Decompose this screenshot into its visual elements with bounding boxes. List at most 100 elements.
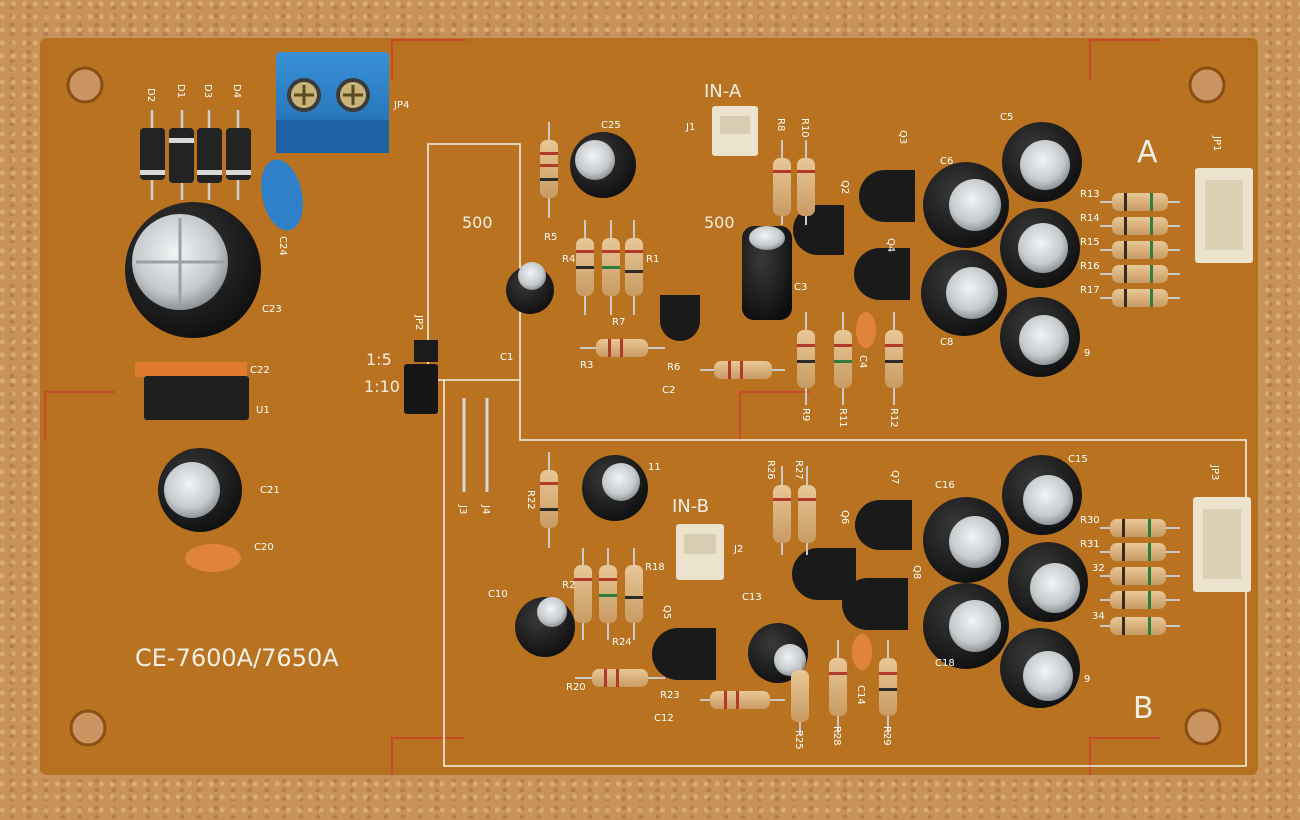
label-C2: C2 [662,385,675,396]
capacitor-c10 [515,597,575,657]
label-JP1: JP1 [1211,135,1222,151]
connector-jp1 [1195,168,1253,263]
resistors-channel-a [540,122,903,405]
output-resistors-channel-b [1100,519,1180,635]
label-Q4: Q4 [885,238,896,252]
capacitor-c4 [856,312,876,348]
label-R6: R6 [667,362,680,373]
label-C5: C5 [1000,112,1013,123]
label-R18: R18 [645,562,665,573]
label-R27: R27 [793,460,804,480]
label-JP2: JP2 [413,314,424,330]
connector-j1 [712,106,758,156]
input-a-label: IN-A [704,81,742,102]
label-C6: C6 [940,156,953,167]
connector-j2 [676,524,724,580]
label-R23: R23 [660,690,680,701]
label-Q5: Q5 [661,605,672,619]
connector-jp3 [1193,497,1251,592]
label-R20: R20 [566,682,586,693]
label-C25: C25 [601,120,621,131]
resistors-channel-b [540,452,897,735]
capacitor-c21 [158,448,242,532]
label-R28: R28 [831,726,842,746]
label-C13: C13 [742,592,762,603]
jumper-jp2 [404,364,438,414]
label-R34: 34 [1092,611,1105,622]
jumper-jp2-pin [414,340,438,362]
label-C15: C15 [1068,454,1088,465]
label-R12: R12 [888,408,899,428]
label-R7: R7 [612,317,625,328]
label-D2: D2 [145,88,156,102]
label-Q7: Q7 [889,470,900,484]
output-resistors-channel-a [1100,193,1180,307]
label-Q2: Q2 [839,180,850,194]
label-J2: J2 [733,544,743,555]
capacitor-c24 [261,159,303,231]
capacitor-c3 [742,226,792,320]
label-R31: R31 [1080,539,1100,550]
label-JP4: JP4 [393,100,409,111]
label-C19: 9 [1084,674,1090,685]
label-Q8: Q8 [911,565,922,579]
capacitor-c1 [506,262,554,314]
label-J4: J4 [480,504,491,514]
gain-label-b: 500 [704,213,735,232]
label-R26: R26 [765,460,776,480]
label-R14: R14 [1080,213,1100,224]
label-R11: R11 [837,408,848,428]
board-model-label: CE-7600A/7650A [135,644,339,672]
label-R24: R24 [612,637,632,648]
jumper-ratio-1: 1:5 [366,350,392,369]
label-R16: R16 [1080,261,1100,272]
label-J1: J1 [685,122,695,133]
label-R8: R8 [775,118,786,131]
label-C9: 9 [1084,348,1090,359]
label-C20: C20 [254,542,274,553]
red-corner-marks [44,39,1160,775]
output-capacitors-channel-b [923,455,1088,708]
label-C22: C22 [250,365,270,376]
regulator-u1 [135,362,249,420]
label-C12: C12 [654,713,674,724]
label-R30: R30 [1080,515,1100,526]
label-C3: C3 [794,282,807,293]
channel-a-label: A [1137,135,1158,170]
channel-b-label: B [1133,691,1154,726]
label-C11: 11 [648,462,661,473]
label-R13: R13 [1080,189,1100,200]
input-b-label: IN-B [672,496,709,517]
diode-array [140,110,251,200]
capacitor-c14 [852,634,872,670]
label-D1: D1 [175,84,186,98]
label-R29: R29 [881,726,892,746]
transistors-channel-b [652,500,912,680]
capacitor-c25 [570,132,636,198]
label-C18: C18 [935,658,955,669]
output-capacitors-channel-a [921,122,1082,377]
gain-label-a: 500 [462,213,493,232]
capacitor-c23 [125,202,261,338]
label-R10: R10 [799,118,810,138]
label-JP3: JP3 [1209,464,1220,480]
label-J3: J3 [457,504,468,514]
label-U1: U1 [256,405,270,416]
label-R32: 32 [1092,563,1105,574]
mounting-holes [66,66,1226,747]
label-C4: C4 [857,355,868,368]
label-Q3: Q3 [897,130,908,144]
capacitor-c13 [748,623,808,683]
label-R22: R22 [525,490,536,510]
label-Q6: Q6 [839,510,850,524]
label-C1: C1 [500,352,513,363]
label-C14: C14 [855,685,866,705]
wire-links-j3-j4 [462,398,489,492]
jumper-ratio-2: 1:10 [364,377,400,396]
label-D4: D4 [231,84,242,98]
label-R9: R9 [800,408,811,421]
screw-terminal-jp4 [276,52,389,153]
label-R3: R3 [580,360,593,371]
